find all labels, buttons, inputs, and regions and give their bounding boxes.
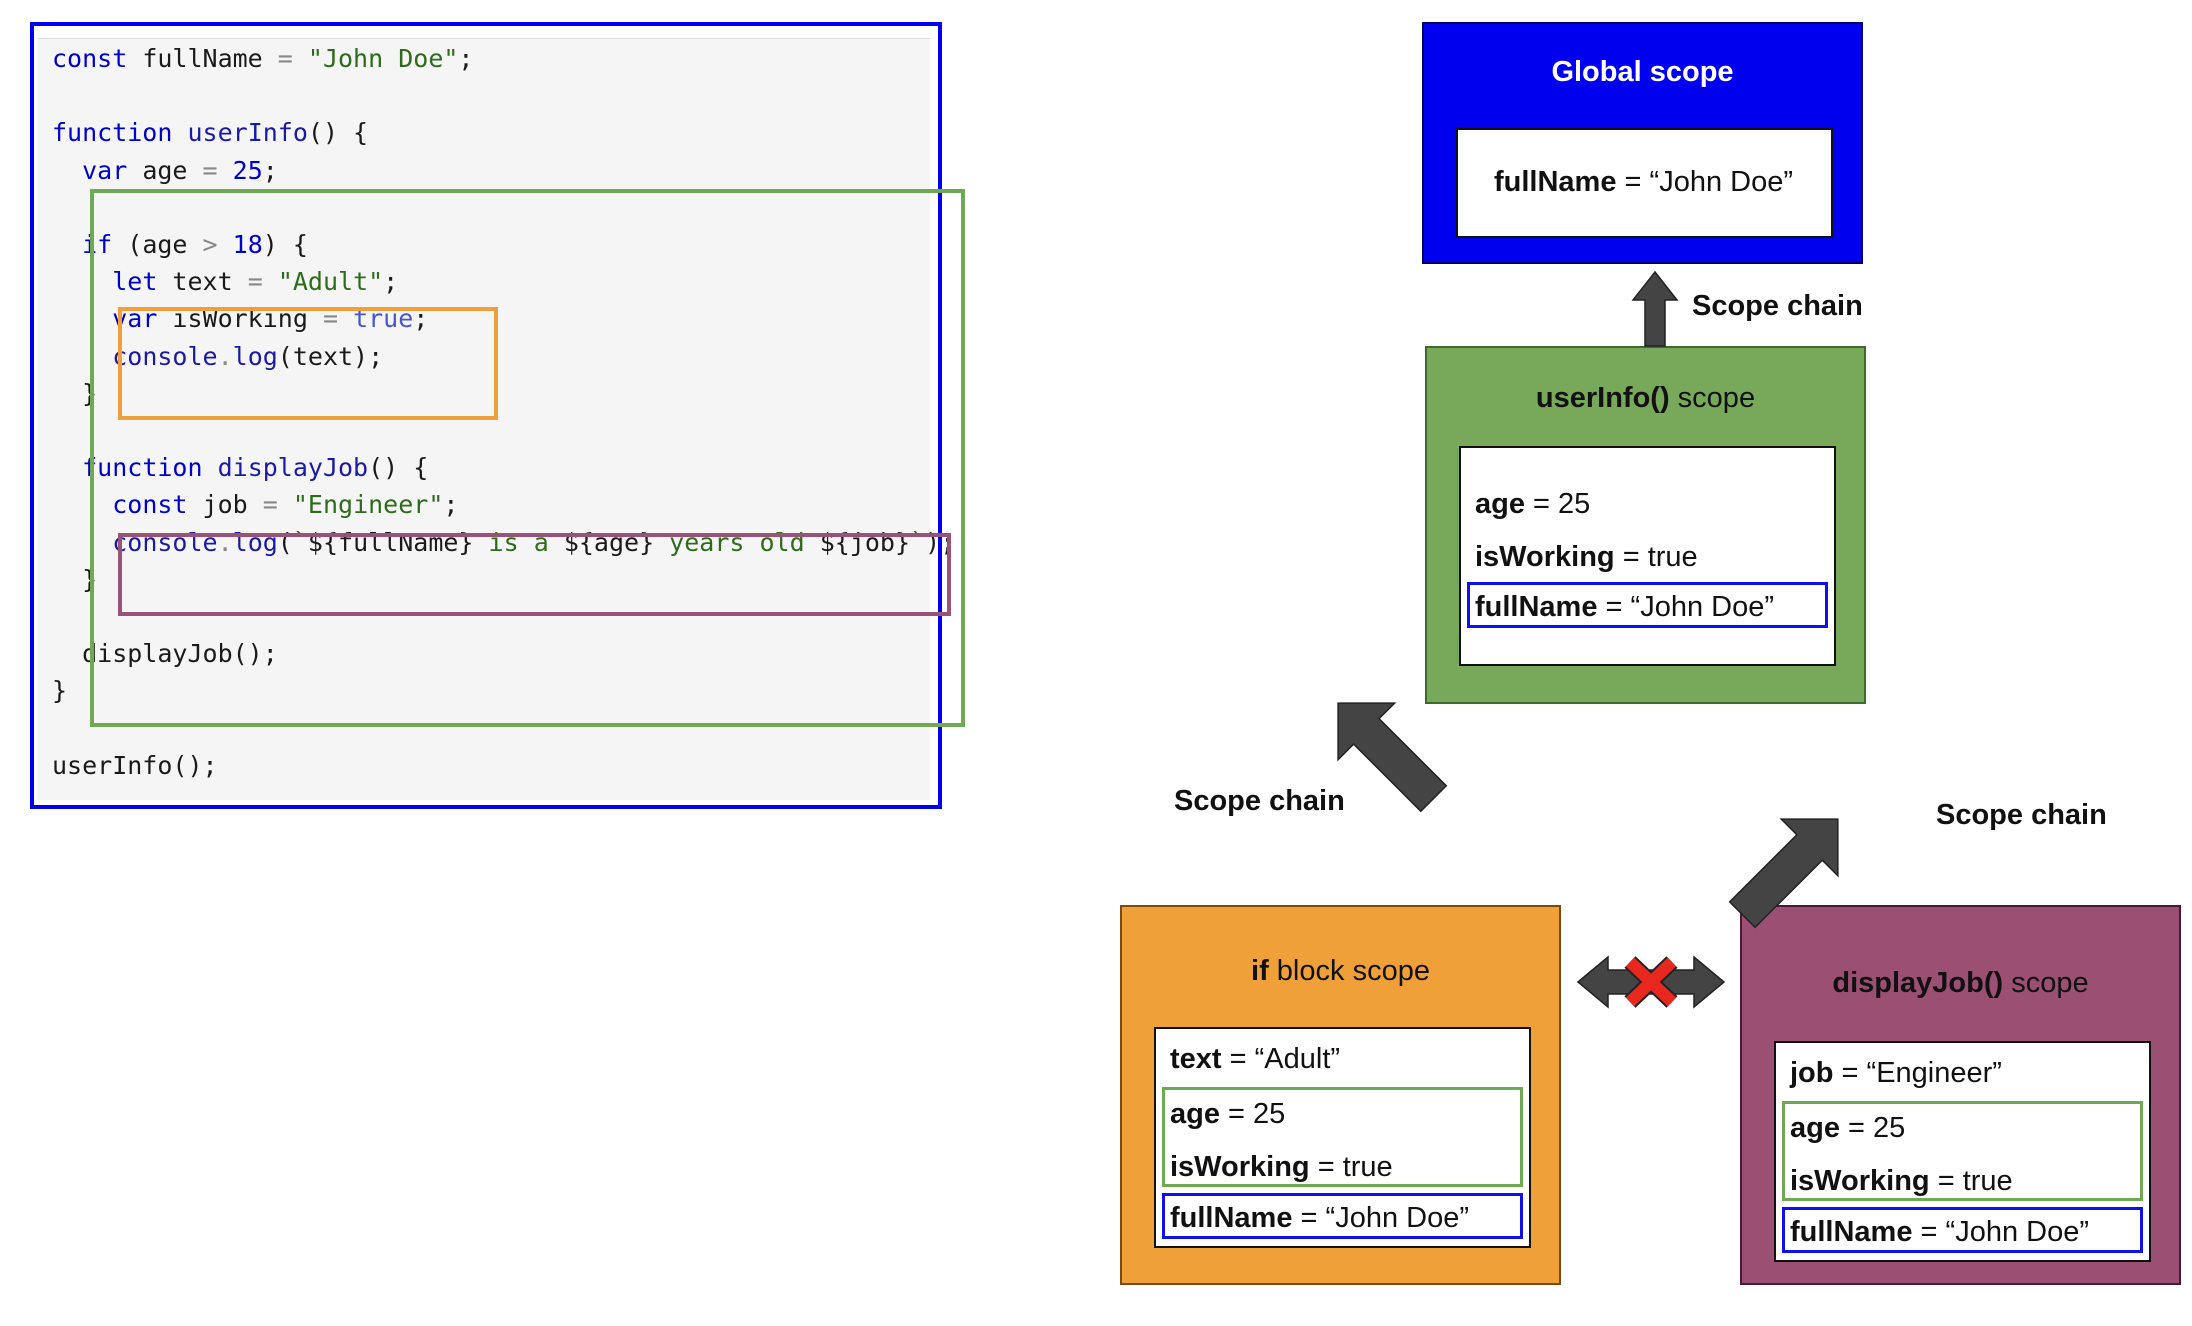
code-line: console.log(text); xyxy=(52,342,383,372)
if-block-scope-title: if block scope xyxy=(1251,955,1430,987)
code-line: function displayJob() { xyxy=(52,453,428,483)
userinfo-scope-highlight xyxy=(90,189,965,727)
scope-chain-arrow-right-icon xyxy=(1728,818,1839,929)
code-token: > xyxy=(202,230,218,259)
code-token: = xyxy=(322,304,339,334)
code-token: fullName xyxy=(127,44,278,73)
code-token: console xyxy=(112,341,218,371)
if-block-scope-highlight xyxy=(118,307,498,420)
code-token: ${fullName} xyxy=(307,527,474,557)
global-scope-vars: fullName = “John Doe” xyxy=(1456,128,1833,238)
code-token: log xyxy=(232,527,278,557)
code-token: = xyxy=(247,267,263,297)
code-token: displayJob(); xyxy=(52,639,278,669)
code-token: = xyxy=(262,490,278,520)
code-token: function xyxy=(52,118,173,148)
code-token: age xyxy=(127,155,203,185)
code-token: console xyxy=(112,527,218,557)
var-fullname: fullName = “John Doe” xyxy=(1170,1202,1469,1234)
code-line: let text = "Adult"; xyxy=(52,267,398,297)
code-line: if (age > 18) { xyxy=(52,230,308,260)
code-token: function xyxy=(82,453,203,483)
code-token: displayJob xyxy=(217,453,369,483)
var-text: text = “Adult” xyxy=(1170,1043,1341,1075)
code-line: displayJob(); xyxy=(52,639,278,669)
inherited-userinfo-vars: age = 25 isWorking = true xyxy=(1782,1101,2143,1201)
code-token: 25 xyxy=(232,155,263,185)
userinfo-scope-vars: age = 25 isWorking = true fullName = “Jo… xyxy=(1459,446,1836,666)
inherited-global-vars: fullName = “John Doe” xyxy=(1782,1207,2143,1253)
code-token: ${age} xyxy=(563,527,655,557)
code-token: log xyxy=(232,341,278,371)
code-token: const xyxy=(52,44,128,73)
code-token: "John Doe" xyxy=(307,44,459,73)
code-token: = xyxy=(202,155,218,185)
var-isworking: isWorking = true xyxy=(1170,1151,1393,1183)
code-editor: const fullName = "John Doe"; function use… xyxy=(38,38,965,800)
code-line: var age = 25; xyxy=(52,156,278,186)
code-token: ${job} xyxy=(819,527,911,557)
code-token: ; xyxy=(262,155,278,185)
code-token: ; xyxy=(458,44,474,73)
displayjob-scope-box: displayJob() scope job = “Engineer” age … xyxy=(1740,905,2181,1285)
scope-chain-arrow-left-icon xyxy=(1337,702,1448,813)
code-token: . xyxy=(217,341,233,371)
if-block-scope-box: if block scope text = “Adult” age = 25 i… xyxy=(1120,905,1561,1285)
scope-chain-label-top: Scope chain xyxy=(1692,290,1863,322)
var-job: job = “Engineer” xyxy=(1790,1057,2002,1089)
code-token: () { xyxy=(307,118,369,148)
var-fullname: fullName = “John Doe” xyxy=(1790,1216,2089,1248)
var-isworking: isWorking = true xyxy=(1475,541,1698,573)
code-token: (age xyxy=(112,230,203,259)
code-token: const xyxy=(112,490,188,520)
global-scope-box: Global scope fullName = “John Doe” xyxy=(1422,22,1863,264)
code-line: function userInfo() { xyxy=(52,118,368,148)
var-age: age = 25 xyxy=(1475,488,1591,520)
code-token: ) { xyxy=(262,230,308,259)
userinfo-scope-box: userInfo() scope age = 25 isWorking = tr… xyxy=(1425,346,1866,704)
inherited-userinfo-vars: age = 25 isWorking = true xyxy=(1162,1087,1523,1187)
code-token: 18 xyxy=(232,230,263,259)
code-token: userInfo(); xyxy=(52,750,218,780)
var-fullname: fullName = “John Doe” xyxy=(1475,591,1774,623)
code-token: (text); xyxy=(277,341,384,371)
code-line: userInfo(); xyxy=(52,751,218,781)
displayjob-scope-highlight xyxy=(118,533,951,616)
if-block-scope-vars: text = “Adult” age = 25 isWorking = true… xyxy=(1154,1027,1531,1248)
code-line: const job = "Engineer"; xyxy=(52,490,458,520)
code-token: () { xyxy=(368,453,429,483)
code-token: "Engineer" xyxy=(292,490,444,520)
code-token: ; xyxy=(413,304,429,334)
scope-chain-label-left: Scope chain xyxy=(1174,785,1345,817)
scope-chain-arrow-up-icon xyxy=(1631,270,1679,347)
blocked-x-icon xyxy=(1624,956,1678,1008)
code-token: = xyxy=(277,44,293,73)
inherited-global-vars: fullName = “John Doe” xyxy=(1467,582,1828,628)
scope-chain-label-right: Scope chain xyxy=(1936,799,2107,831)
inherited-global-vars: fullName = “John Doe” xyxy=(1162,1193,1523,1239)
var-age: age = 25 xyxy=(1170,1098,1286,1130)
code-token: let xyxy=(112,267,158,297)
code-token: userInfo xyxy=(187,118,308,148)
code-token: if xyxy=(82,230,113,259)
displayjob-scope-vars: job = “Engineer” age = 25 isWorking = tr… xyxy=(1774,1041,2151,1262)
code-line: const fullName = "John Doe"; xyxy=(52,44,473,74)
global-scope-title: Global scope xyxy=(1551,56,1734,88)
userinfo-scope-title: userInfo() scope xyxy=(1535,382,1756,414)
var-isworking: isWorking = true xyxy=(1790,1165,2013,1197)
code-token: years old xyxy=(654,527,820,557)
code-token: ; xyxy=(443,490,459,520)
code-token: } xyxy=(52,676,68,706)
code-token: var xyxy=(82,155,128,185)
code-token: ; xyxy=(383,267,399,297)
code-token: job xyxy=(187,490,263,520)
code-token: text xyxy=(157,267,248,297)
code-line: } xyxy=(52,676,67,706)
displayjob-scope-title: displayJob() scope xyxy=(1832,967,2089,999)
var-age: age = 25 xyxy=(1790,1112,1906,1144)
code-token: "Adult" xyxy=(277,267,384,297)
var-fullname: fullName = “John Doe” xyxy=(1494,166,1793,198)
